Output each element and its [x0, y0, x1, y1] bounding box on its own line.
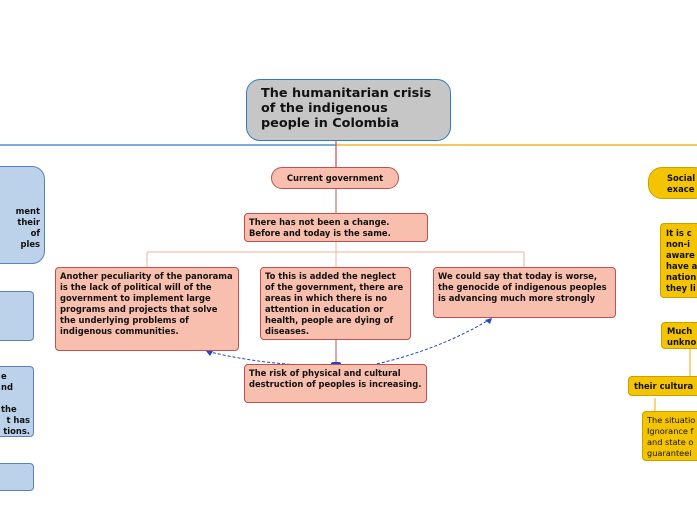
no-change-text: There has not been a change. Before and … — [249, 217, 391, 238]
right-cultural-node[interactable]: their cultura — [628, 376, 697, 396]
right-consider-node[interactable]: It is c non-i aware have a nation they l… — [660, 223, 697, 298]
right-social-node[interactable]: Social exace — [648, 167, 697, 199]
risk-text: The risk of physical and cultural destru… — [249, 368, 422, 389]
right-social-line: Social — [667, 173, 696, 183]
right-consider-line: they li — [666, 283, 696, 293]
right-social-line: exace — [667, 184, 695, 194]
right-situation-line: Ignorance f — [647, 426, 694, 436]
arrowhead-left — [206, 351, 213, 356]
left-node-3-line: tions. — [3, 426, 30, 436]
right-consider-line: non-i — [666, 239, 691, 249]
right-much-line: Much — [667, 326, 693, 336]
right-much-node[interactable]: Much unkno — [661, 322, 697, 349]
right-consider-line: nation — [666, 272, 697, 282]
left-node-1-line: their — [17, 217, 40, 227]
left-node-1[interactable]: ment their of ples — [0, 166, 45, 264]
relation-arrow-left — [205, 350, 301, 366]
right-situation-line: guaranteei — [647, 448, 692, 458]
left-node-3-line: t has — [6, 415, 30, 425]
neglect-text: To this is added the neglect of the gove… — [265, 271, 404, 336]
left-node-1-line: ples — [20, 239, 40, 249]
left-node-3[interactable]: e nd the t has tions. — [0, 366, 34, 437]
left-node-1-line: ment — [15, 206, 40, 216]
peculiarity-text: Another peculiarity of the panorama is t… — [60, 271, 233, 336]
arrowhead-right — [485, 318, 492, 324]
left-node-3-line: e — [1, 371, 7, 381]
left-node-3-line: the — [1, 404, 17, 414]
right-much-line: unkno — [667, 337, 697, 347]
right-consider-line: aware — [666, 250, 695, 260]
right-consider-line: have a — [666, 261, 697, 271]
risk-node[interactable]: The risk of physical and cultural destru… — [244, 364, 427, 403]
current-government-label: Current government — [286, 173, 384, 183]
current-government-node[interactable]: Current government — [271, 167, 399, 189]
left-node-2[interactable] — [0, 291, 34, 341]
right-consider-line: It is c — [666, 228, 692, 238]
right-cultural-text: their cultura — [634, 381, 694, 391]
right-situation-node[interactable]: The situatio Ignorance f and state o gua… — [642, 411, 697, 461]
worse-node[interactable]: We could say that today is worse, the ge… — [433, 267, 616, 318]
neglect-node[interactable]: To this is added the neglect of the gove… — [260, 267, 411, 340]
root-title: The humanitarian crisis of the indigenou… — [261, 86, 432, 131]
no-change-node[interactable]: There has not been a change. Before and … — [244, 213, 428, 242]
left-node-3-line: nd — [1, 382, 13, 392]
relation-arrow-right — [371, 317, 493, 366]
worse-text: We could say that today is worse, the ge… — [438, 271, 607, 303]
right-situation-line: and state o — [647, 437, 694, 447]
right-situation-line: The situatio — [647, 415, 696, 425]
left-node-4[interactable] — [0, 463, 34, 491]
root-topic[interactable]: The humanitarian crisis of the indigenou… — [246, 79, 451, 141]
peculiarity-node[interactable]: Another peculiarity of the panorama is t… — [55, 267, 239, 351]
left-node-1-line: of — [30, 228, 40, 238]
left-node-3-line — [0, 393, 30, 404]
